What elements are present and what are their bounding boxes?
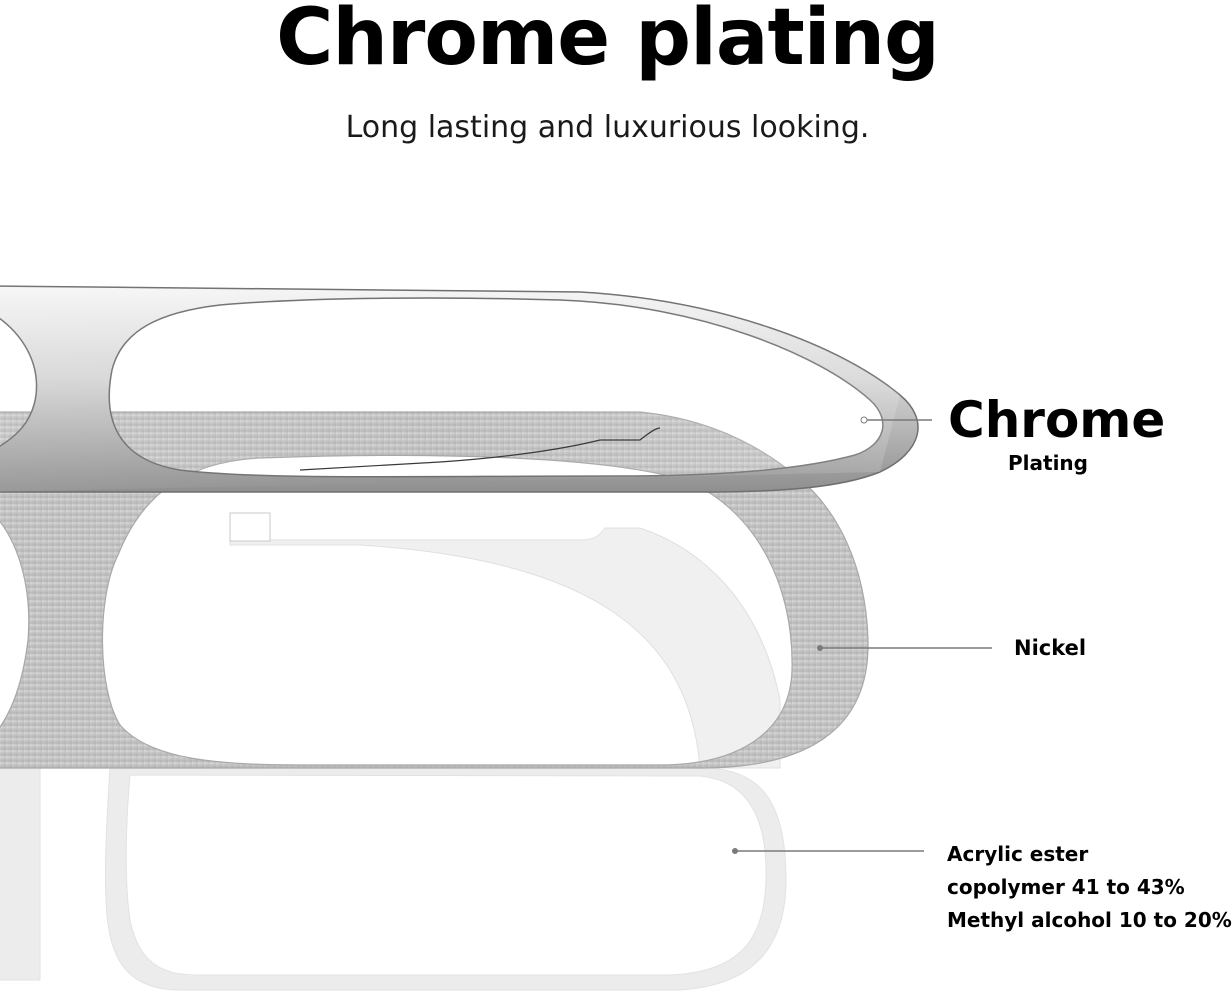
chrome-layer-subtitle: Plating (1008, 451, 1088, 475)
chrome-leader-dot (860, 416, 868, 424)
nickel-layer-title: Nickel (1014, 636, 1087, 660)
chrome-layer-title: Chrome (948, 391, 1166, 449)
adhesive-line-2: copolymer 41 to 43% (947, 875, 1185, 899)
adhesive-line-1: Acrylic ester (947, 842, 1089, 866)
adhesive-leader-dot (732, 848, 738, 854)
chrome-layer (0, 285, 919, 493)
page-subtitle: Long lasting and luxurious looking. (345, 110, 870, 145)
adhesive-line-3: Methyl alcohol 10 to 20% (947, 908, 1232, 932)
nickel-leader-dot (817, 645, 823, 651)
page-title: Chrome plating (276, 0, 940, 83)
leader-lines (732, 416, 992, 854)
